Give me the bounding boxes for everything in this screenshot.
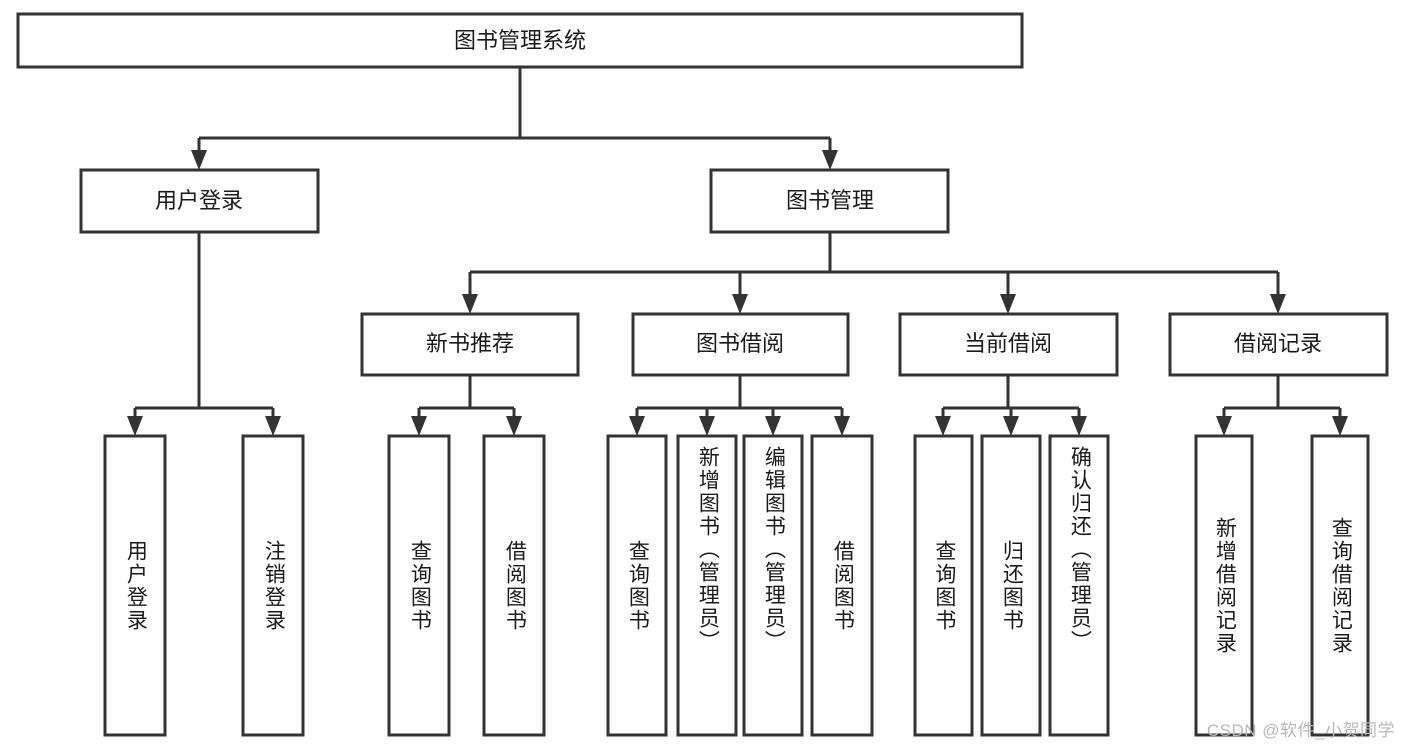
node-current-borrow-box[interactable] [898, 312, 1119, 377]
connector-group-user-login [127, 232, 281, 436]
leaf-box-user-login[interactable] [103, 434, 167, 737]
arrow-head-user-login [191, 150, 207, 170]
arrow-head-leaf-add-book-admin [699, 416, 715, 436]
leaf-box-add-borrow-record[interactable] [1194, 434, 1254, 737]
leaf-box-borrow-book-2[interactable] [810, 434, 874, 737]
arrow-head-leaf-user-login [127, 416, 143, 436]
node-root-box[interactable] [16, 12, 1024, 69]
node-user-login[interactable]: 用户登录 [79, 168, 320, 234]
node-user-login-label: 用户登录 [155, 188, 243, 213]
leaf-box-query-book-1[interactable] [387, 434, 451, 737]
node-new-book-recommend-label: 新书推荐 [426, 331, 514, 356]
node-borrow-record-box[interactable] [1168, 312, 1389, 377]
arrow-head-leaf-confirm-return-admin [1071, 416, 1087, 436]
arrow-head-book-management [822, 150, 838, 170]
node-borrow-record[interactable]: 借阅记录 [1168, 312, 1389, 377]
leaf-box-borrow-book-1[interactable] [482, 434, 546, 737]
node-book-management-label: 图书管理 [786, 188, 874, 213]
node-user-login-box[interactable] [79, 168, 320, 234]
node-current-borrow[interactable]: 当前借阅 [898, 312, 1119, 377]
connector-group-book-management [462, 232, 1286, 314]
arrow-head-leaf-return-book [1003, 416, 1019, 436]
arrow-head-leaf-edit-book-admin [765, 416, 781, 436]
connector-group-new-book-recommend [411, 375, 522, 436]
arrow-head-leaf-query-book-1 [411, 416, 427, 436]
leaf-box-query-book-3[interactable] [913, 434, 974, 737]
node-book-management-box[interactable] [709, 168, 950, 234]
arrow-head-new-book-recommend [462, 294, 478, 314]
leaf-box-logout[interactable] [241, 434, 305, 737]
node-new-book-recommend-box[interactable] [360, 312, 580, 377]
leaf-box-confirm-return-admin[interactable] [1048, 434, 1110, 737]
arrow-head-leaf-borrow-book-1 [506, 416, 522, 436]
node-root[interactable]: 图书管理系统 [16, 12, 1024, 69]
node-root-label: 图书管理系统 [454, 28, 586, 53]
node-book-borrow[interactable]: 图书借阅 [631, 312, 850, 377]
csdn-watermark: CSDN @软件_小贺同学 [1206, 721, 1395, 740]
leaf-box-query-book-2[interactable] [606, 434, 668, 737]
node-book-borrow-box[interactable] [631, 312, 850, 377]
node-book-management[interactable]: 图书管理 [709, 168, 950, 234]
node-borrow-record-label: 借阅记录 [1234, 331, 1322, 356]
arrow-head-current-borrow [1000, 294, 1016, 314]
arrow-head-leaf-query-book-3 [935, 416, 951, 436]
node-new-book-recommend[interactable]: 新书推荐 [360, 312, 580, 377]
connector-group-root [191, 67, 838, 170]
arrow-head-leaf-query-book-2 [629, 416, 645, 436]
connector-group-borrow-record [1216, 375, 1348, 436]
connector-group-book-borrow [629, 375, 850, 436]
leaf-box-edit-book-admin[interactable] [742, 434, 804, 737]
arrow-head-leaf-logout [265, 416, 281, 436]
leaf-box-add-book-admin[interactable] [676, 434, 738, 737]
arrow-head-book-borrow [732, 294, 748, 314]
node-book-borrow-label: 图书借阅 [696, 331, 784, 356]
arrow-head-leaf-query-borrow-record [1332, 416, 1348, 436]
arrow-head-borrow-record [1270, 294, 1286, 314]
leaf-box-return-book[interactable] [980, 434, 1042, 737]
arrow-head-leaf-borrow-book-2 [834, 416, 850, 436]
arrow-head-leaf-add-borrow-record [1216, 416, 1232, 436]
leaf-box-query-borrow-record[interactable] [1310, 434, 1370, 737]
connector-group-current-borrow [935, 375, 1087, 436]
node-current-borrow-label: 当前借阅 [964, 331, 1052, 356]
